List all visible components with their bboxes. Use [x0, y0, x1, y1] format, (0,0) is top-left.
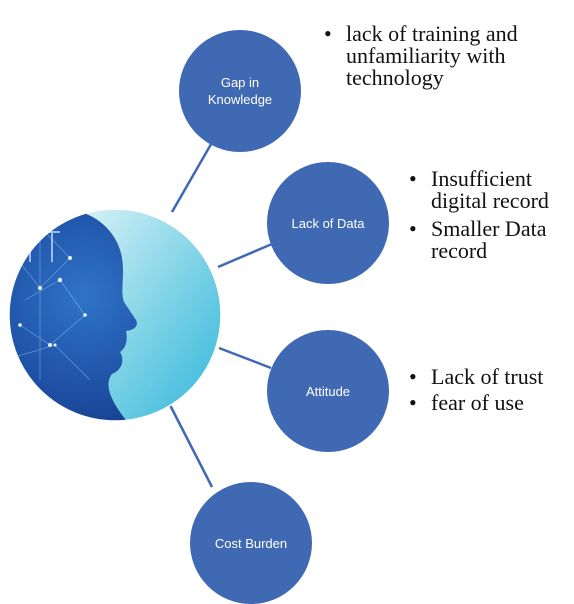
node-gap-in-knowledge: Gap in Knowledge [179, 30, 301, 152]
connector-data [217, 242, 273, 269]
bullet-item: • lack of training and unfamiliarity with… [324, 23, 564, 89]
node-attitude-label: Attitude [305, 383, 351, 399]
bullets-data: • Insufficient digital record • Smaller Da… [409, 168, 574, 268]
bullets-attitude: • Lack of trust • fear of use [409, 366, 574, 420]
bullet-dot: • [409, 166, 417, 191]
bullet-text: Lack of trust [431, 364, 544, 389]
node-cost-burden: Cost Burden [190, 482, 312, 604]
bullet-item: • Smaller Data record [409, 218, 574, 262]
bullet-dot: • [409, 364, 417, 389]
connector-cost [168, 404, 214, 488]
bullet-item: • Insufficient digital record [409, 168, 574, 212]
connector-attitude [218, 346, 272, 370]
node-cost-label: Cost Burden [214, 535, 288, 551]
connector-gap [170, 138, 216, 213]
bullet-dot: • [409, 216, 417, 241]
node-gap-label-line1: Gap in [220, 75, 260, 90]
node-data-label: Lack of Data [291, 215, 365, 231]
node-gap-label: Gap in Knowledge [194, 74, 286, 108]
bullet-text: Insufficient digital record [431, 166, 549, 213]
node-lack-of-data: Lack of Data [267, 162, 389, 284]
image-border [8, 208, 222, 422]
bullet-dot: • [324, 21, 332, 46]
bullets-gap: • lack of training and unfamiliarity with… [324, 23, 564, 95]
bullet-text: fear of use [431, 390, 524, 415]
bullet-item: • fear of use [409, 392, 574, 414]
bullet-dot: • [409, 390, 417, 415]
node-attitude: Attitude [267, 330, 389, 452]
bullet-item: • Lack of trust [409, 366, 574, 388]
bullet-text: Smaller Data record [431, 216, 547, 263]
node-gap-label-line2: Knowledge [207, 92, 273, 107]
ai-face-profile-image [9, 209, 221, 421]
bullet-text: lack of training and unfamiliarity with … [346, 21, 518, 90]
